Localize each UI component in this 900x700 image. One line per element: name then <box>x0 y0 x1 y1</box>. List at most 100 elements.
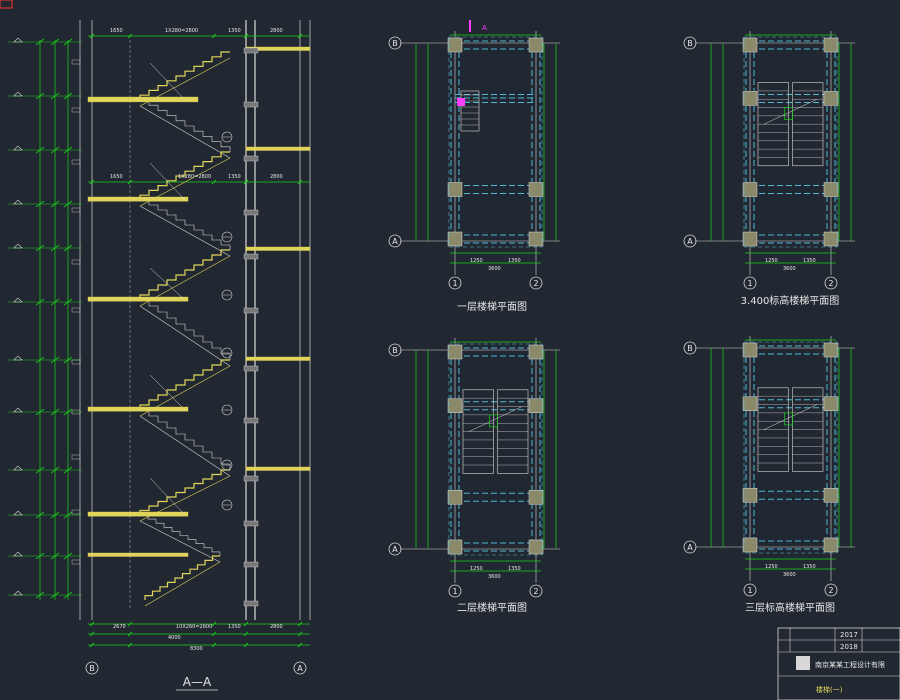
plan-column <box>742 342 758 358</box>
plan2-dim-total: 3600 <box>783 266 796 272</box>
section-level-marker <box>13 510 23 516</box>
section-level-tick <box>50 200 60 208</box>
section-mid-dim-3: 1350 <box>228 174 241 180</box>
section-dim-tick <box>211 33 217 39</box>
plan2-axis-2: 2 <box>828 279 833 288</box>
section-stair-flight <box>139 409 231 477</box>
section-callout-bubble <box>221 499 233 511</box>
section-stair-steps <box>140 99 231 152</box>
section-level-tick <box>63 511 73 519</box>
section-leader-line <box>149 477 186 516</box>
section-stair-steps <box>139 469 230 515</box>
section-dim-tick <box>211 179 217 185</box>
plan1-dim-total: 3600 <box>488 266 501 272</box>
section-dim-tick <box>297 179 303 185</box>
section-callout-bubble <box>221 347 233 359</box>
section-stair-flight <box>139 299 231 367</box>
plan2-axis-bubble-b <box>683 36 697 50</box>
section-level-tick <box>63 356 73 364</box>
section-landing-slab <box>87 96 199 103</box>
section-dim-tick <box>243 642 249 648</box>
section-level-tick <box>63 146 73 154</box>
section-callout-bubble <box>221 459 233 471</box>
plan-column <box>823 396 839 411</box>
plan3-dim-total: 3600 <box>488 574 501 580</box>
section-dim-tick <box>211 642 217 648</box>
section-level-tick <box>35 511 45 519</box>
plan-column <box>742 537 758 553</box>
plan-column <box>447 539 463 555</box>
section-dim-tick <box>89 621 95 627</box>
section-stair-flight <box>139 99 231 159</box>
section-dim-tick <box>297 33 303 39</box>
plan-column <box>447 490 463 505</box>
section-stair-soffit <box>144 561 221 607</box>
section-overall-dim: 8300 <box>190 646 203 652</box>
section-landing-slab <box>87 296 189 302</box>
section-stair-steps <box>139 249 230 300</box>
section-level-tick <box>50 552 60 560</box>
section-landing-beam <box>243 365 259 372</box>
section-leader-line <box>149 62 186 101</box>
section-dimensions <box>8 33 310 648</box>
section-label-tag <box>71 559 81 565</box>
plan3-axis-labels: B A 1 2 1250 1350 3600 <box>388 343 543 598</box>
section-level-tick <box>50 244 60 252</box>
section-landing-slab <box>87 511 189 517</box>
section-mid-dim-4: 2800 <box>270 174 283 180</box>
section-stair-steps <box>139 359 230 410</box>
section-dim-tick <box>297 631 303 637</box>
section-landing-beam <box>243 155 259 162</box>
plan-column <box>528 231 544 247</box>
plan3-axis-bubble-a <box>388 542 402 556</box>
plan4-axis-labels: B A 1 2 1250 1350 3600 <box>683 341 838 597</box>
section-label-tag <box>71 509 81 515</box>
section-level-tick <box>35 92 45 100</box>
plan4-axis-bubble-b <box>683 341 697 355</box>
section-level-tick <box>50 38 60 46</box>
title-block: 2017 2018 南京某某工程设计有限 楼梯(一) <box>777 627 900 700</box>
plan-stair-arrow <box>763 99 818 125</box>
section-stair-steps <box>140 199 231 250</box>
section-level-tick <box>63 298 73 306</box>
plan3-drawing <box>400 338 560 583</box>
section-stair-flights <box>139 51 231 607</box>
plan-column <box>742 396 758 411</box>
section-dim-tick <box>297 621 303 627</box>
plan2-dim-right: 1350 <box>803 258 816 264</box>
plan4-dim-left: 1250 <box>765 564 778 570</box>
plan4-axis-bubble-2 <box>824 583 838 597</box>
section-stair-soffit <box>139 105 231 159</box>
section-stair-steps <box>140 409 231 470</box>
section-mid-dim-2: 1X280=2800 <box>178 174 211 180</box>
section-axis-bubble-left <box>85 661 99 675</box>
section-axis-label-right: A <box>297 664 303 673</box>
plan1-axis-2: 2 <box>533 279 538 288</box>
plan-direction-tag <box>489 414 498 428</box>
section-landing-beam <box>243 101 259 108</box>
plan-column <box>742 91 758 106</box>
section-label-tag <box>71 409 81 415</box>
section-label-tag <box>71 359 81 365</box>
plan-column <box>528 490 544 505</box>
section-level-tick <box>63 200 73 208</box>
plan1-axis-bubble-a <box>388 234 402 248</box>
stair-plan-views <box>400 20 855 583</box>
section-landing-beam <box>243 600 259 607</box>
plan-column <box>823 37 839 53</box>
section-level-marker <box>13 297 23 303</box>
plan1-axis-bubble-2 <box>529 276 543 290</box>
plan2-dim-left: 1250 <box>765 258 778 264</box>
section-landing-beam <box>243 417 259 424</box>
section-landing-beam <box>243 520 259 527</box>
plan1-axis-1: 1 <box>452 279 457 288</box>
plan-column <box>447 231 463 247</box>
section-stair-soffit <box>139 415 231 477</box>
plan-column <box>528 182 544 197</box>
section-level-tick <box>50 356 60 364</box>
plan-column <box>528 398 544 413</box>
title-block-year: 2017 <box>840 631 858 639</box>
section-label-tag <box>71 159 81 165</box>
plan-column <box>528 344 544 360</box>
plan1-axis-b: B <box>392 39 398 48</box>
